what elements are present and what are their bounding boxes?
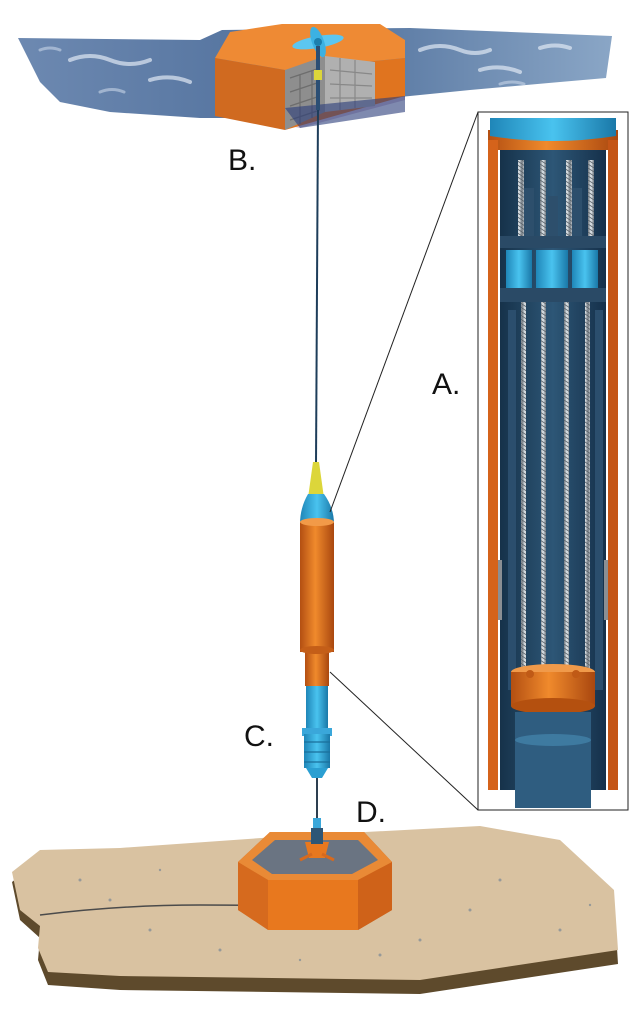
zoom-line-top [329, 111, 479, 513]
label-d: D. [356, 796, 386, 829]
label-a: A. [432, 368, 461, 401]
cylinder-vehicle-icon [300, 462, 334, 686]
cutaway-detail-icon [477, 111, 629, 811]
connector-icon [302, 686, 332, 830]
tether-line [315, 109, 319, 465]
label-b: B. [228, 144, 257, 177]
surface-buoy-icon [215, 24, 405, 130]
zoom-line-bottom [329, 671, 479, 811]
hexagonal-base-icon [238, 828, 392, 930]
label-c: C. [244, 720, 274, 753]
turbine-icon [292, 26, 344, 58]
